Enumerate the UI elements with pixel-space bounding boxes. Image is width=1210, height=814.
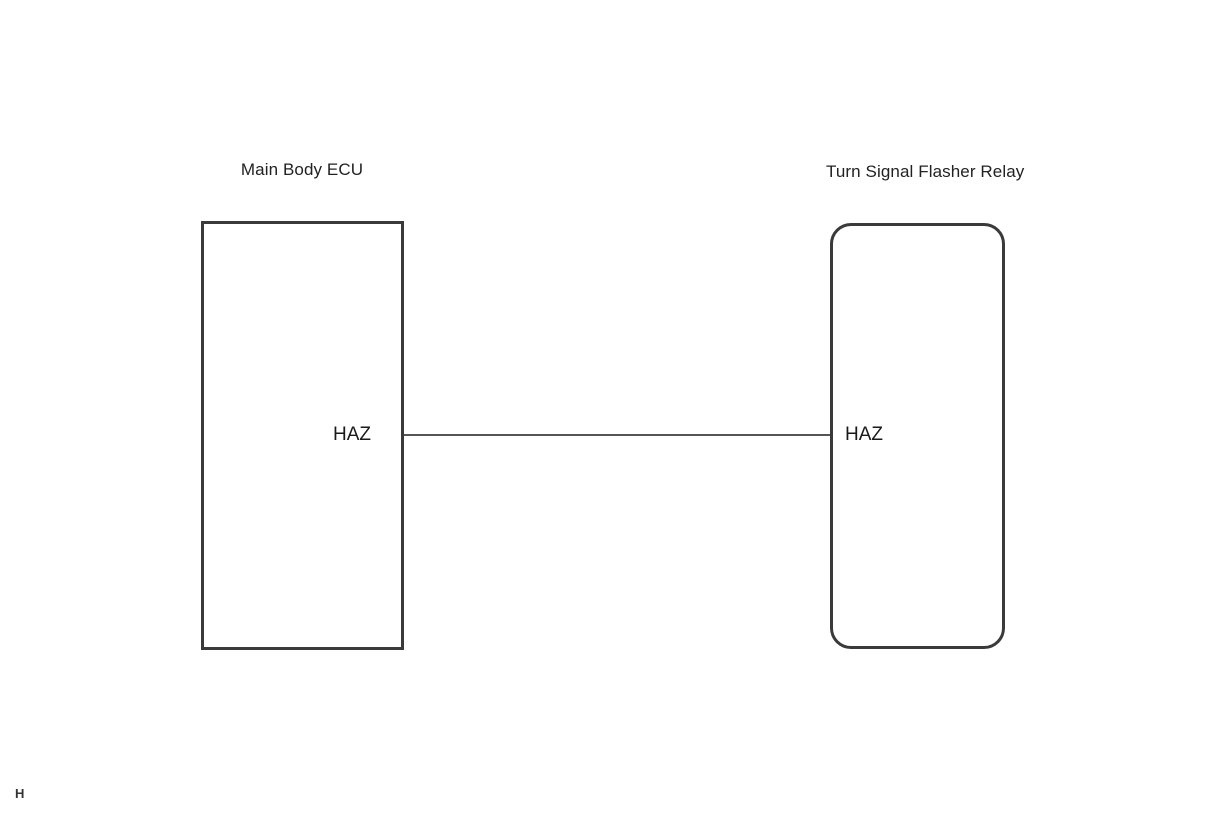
- component-box-main-body-ecu: [201, 221, 404, 650]
- component-title-main-body-ecu: Main Body ECU: [240, 160, 364, 179]
- page-marker: H: [15, 786, 25, 801]
- component-title-turn-signal-flasher-relay: Turn Signal Flasher Relay: [826, 162, 1025, 181]
- terminal-label-ecu-haz: HAZ: [333, 424, 371, 445]
- component-box-turn-signal-flasher-relay: [830, 223, 1005, 649]
- terminal-label-relay-haz: HAZ: [845, 424, 883, 445]
- connector-wire-haz: [404, 434, 831, 436]
